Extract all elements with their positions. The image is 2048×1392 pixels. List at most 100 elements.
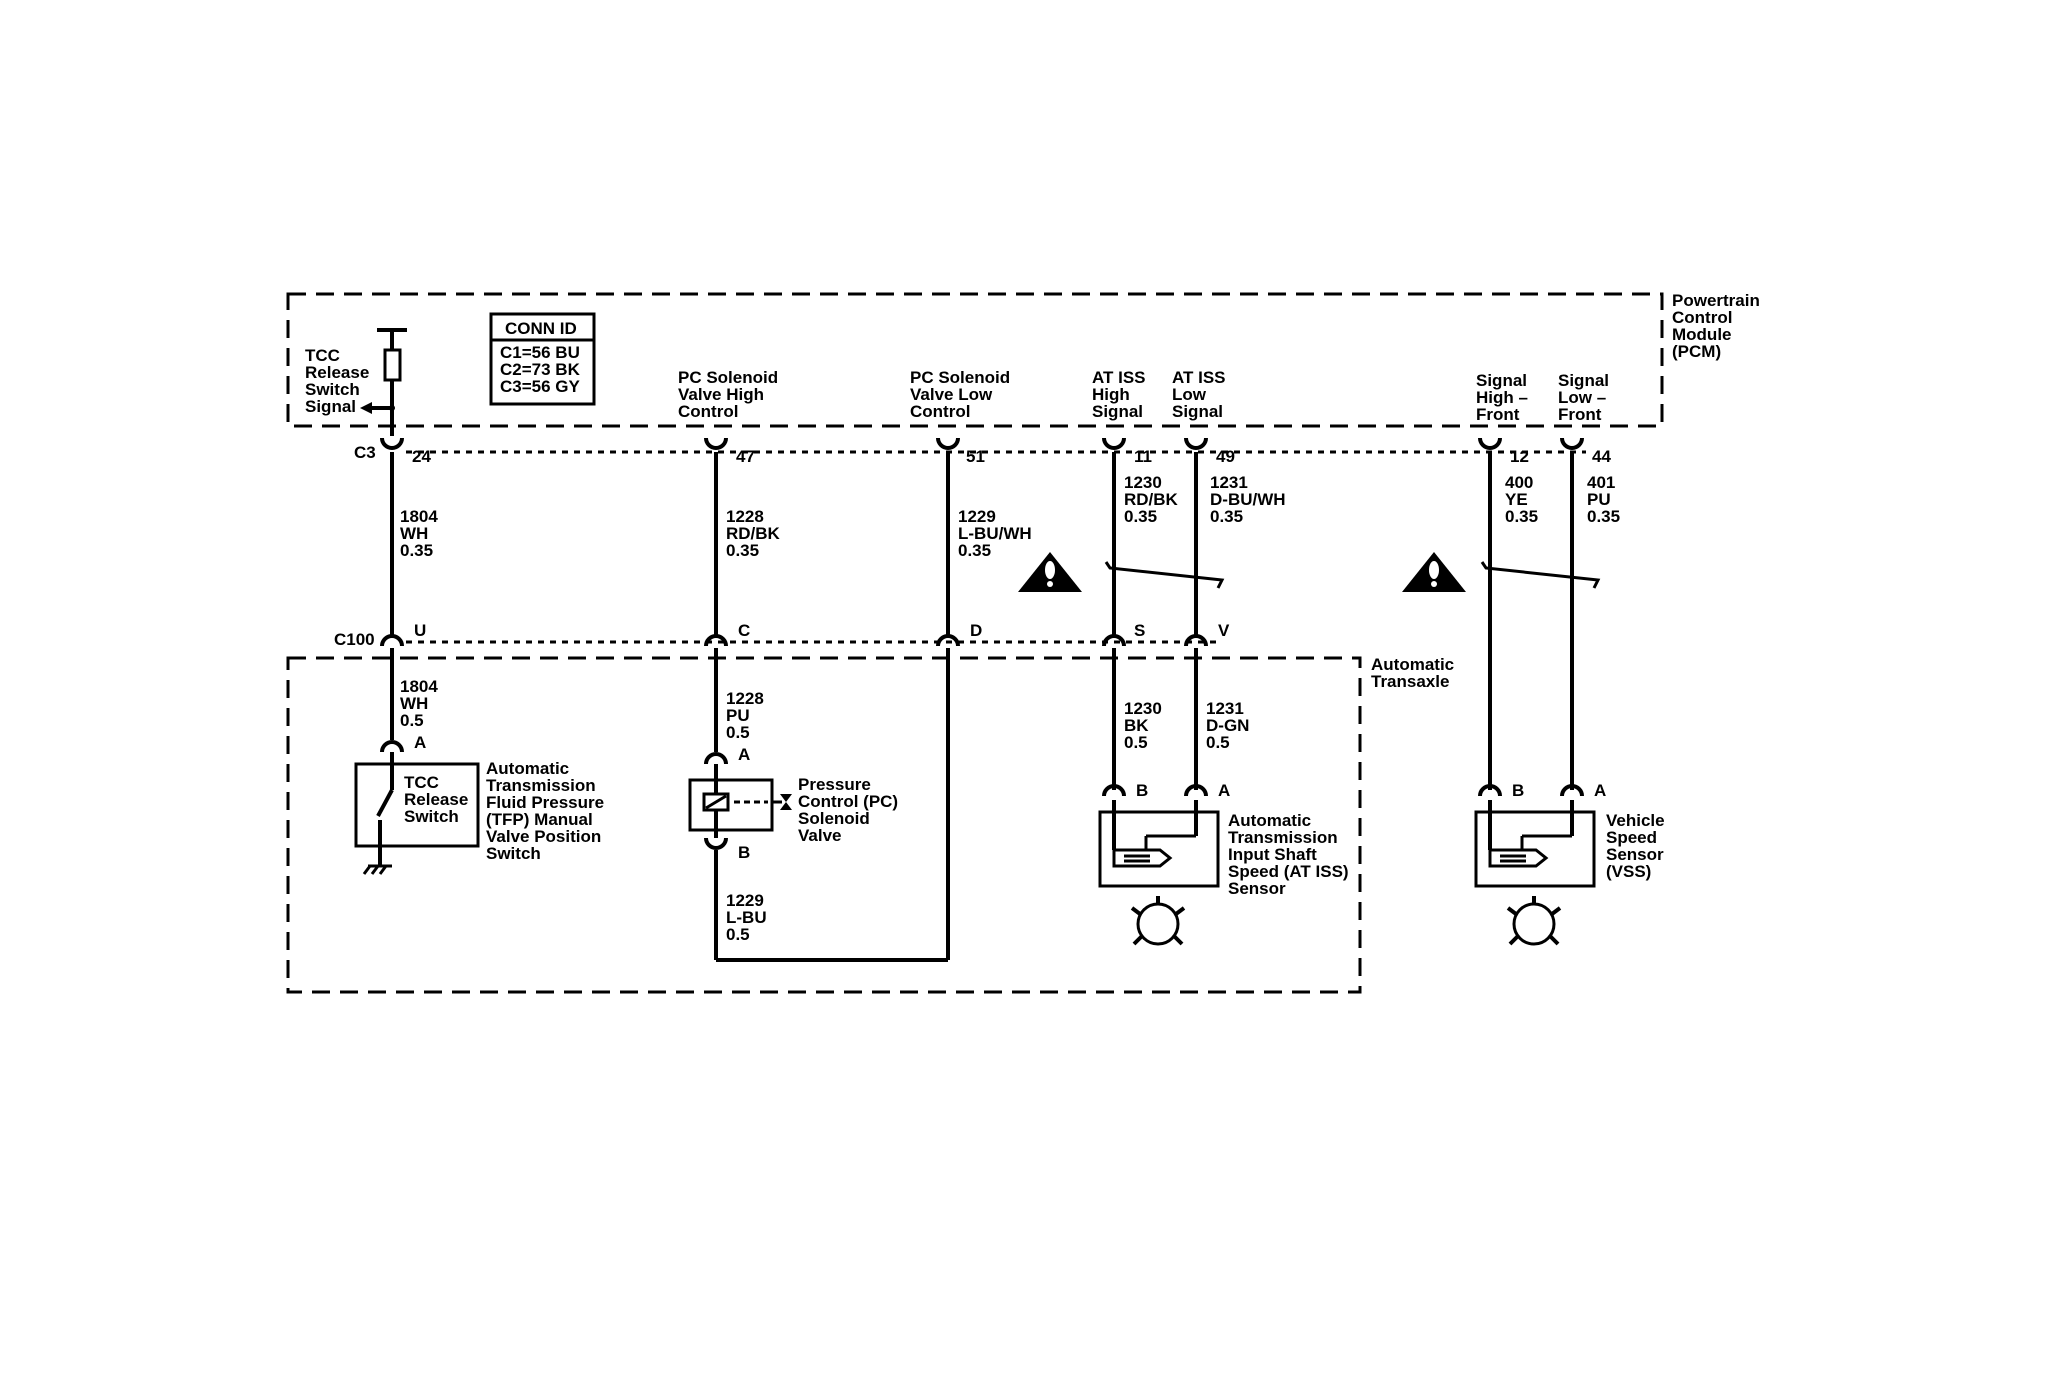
pin-49: 49 [1216, 447, 1235, 466]
pin-D: D [970, 621, 982, 640]
svg-text:TCC: TCC [305, 346, 340, 365]
wire-label-400: 400 YE 0.35 [1505, 473, 1538, 526]
vss-sensor-box [1474, 810, 1596, 888]
svg-text:Low –: Low – [1558, 388, 1606, 407]
c100-terminals [380, 634, 1208, 647]
svg-text:1230: 1230 [1124, 473, 1162, 492]
svg-text:PU: PU [1587, 490, 1611, 509]
tfp-switch-label: Automatic Transmission Fluid Pressure (T… [486, 759, 604, 863]
iss-pin-a: A [1218, 781, 1230, 800]
svg-text:High –: High – [1476, 388, 1528, 407]
svg-text:Module: Module [1672, 325, 1732, 344]
svg-text:Valve Low: Valve Low [910, 385, 993, 404]
pc-solenoid-label: Pressure Control (PC) Solenoid Valve [798, 775, 898, 845]
reluctor-wheel-icon [1506, 896, 1562, 946]
svg-text:Switch: Switch [404, 807, 459, 826]
iss-pin-b: B [1136, 781, 1148, 800]
svg-text:BK: BK [1124, 716, 1149, 735]
svg-text:0.35: 0.35 [1505, 507, 1538, 526]
tcc-pin-a: A [414, 733, 426, 752]
pin-C: C [738, 621, 750, 640]
circuit-1229 [714, 452, 950, 962]
svg-text:1231: 1231 [1210, 473, 1248, 492]
iss-high-label: AT ISS High Signal [1092, 368, 1146, 421]
svg-text:L-BU: L-BU [726, 908, 767, 927]
reluctor-wheel-icon [1130, 896, 1186, 946]
vss-pin-a: A [1594, 781, 1606, 800]
sensor-reluctor-icon [1488, 800, 1574, 868]
svg-text:Release: Release [305, 363, 369, 382]
svg-text:Front: Front [1558, 405, 1602, 424]
tcc-switch-terminal-a [380, 740, 404, 753]
wire-label-1230-lower: 1230 BK 0.5 [1124, 699, 1162, 752]
pc-solenoid-terminals [704, 752, 728, 850]
svg-text:Transmission: Transmission [1228, 828, 1338, 847]
svg-text:(TFP) Manual: (TFP) Manual [486, 810, 593, 829]
pcm-label: Powertrain Control Module (PCM) [1672, 291, 1760, 361]
svg-text:Signal: Signal [305, 397, 356, 416]
svg-text:Valve Position: Valve Position [486, 827, 601, 846]
vss-terminals [1478, 784, 1584, 797]
vss-sensor-label: Vehicle Speed Sensor (VSS) [1606, 811, 1665, 881]
svg-text:Transaxle: Transaxle [1371, 672, 1449, 691]
warning-icon [1402, 552, 1466, 592]
wire-label-1231-upper: 1231 D-BU/WH 0.35 [1210, 473, 1286, 526]
svg-text:1231: 1231 [1206, 699, 1244, 718]
svg-text:400: 400 [1505, 473, 1533, 492]
svg-text:0.5: 0.5 [400, 711, 424, 730]
transaxle-label: Automatic Transaxle [1371, 655, 1454, 691]
svg-text:Sensor: Sensor [1606, 845, 1664, 864]
pin-47: 47 [736, 447, 755, 466]
svg-text:0.35: 0.35 [958, 541, 991, 560]
svg-text:1804: 1804 [400, 507, 438, 526]
iss-sensor-label: Automatic Transmission Input Shaft Speed… [1228, 811, 1349, 898]
svg-text:Solenoid: Solenoid [798, 809, 870, 828]
pc-pin-b: B [738, 843, 750, 862]
svg-text:Control: Control [910, 402, 970, 421]
pin-44: 44 [1592, 447, 1611, 466]
tcc-switch-box-label: TCC Release Switch [404, 773, 468, 826]
vss-low-label: Signal Low – Front [1558, 371, 1609, 424]
wire-label-1229-lower: 1229 L-BU 0.5 [726, 891, 767, 944]
svg-text:AT ISS: AT ISS [1172, 368, 1226, 387]
svg-text:0.5: 0.5 [726, 723, 750, 742]
svg-text:Powertrain: Powertrain [1672, 291, 1760, 310]
svg-text:AT ISS: AT ISS [1092, 368, 1146, 387]
svg-text:Signal: Signal [1092, 402, 1143, 421]
wire-label-401: 401 PU 0.35 [1587, 473, 1620, 526]
svg-text:D-BU/WH: D-BU/WH [1210, 490, 1286, 509]
wire-label-1230-upper: 1230 RD/BK 0.35 [1124, 473, 1179, 526]
svg-text:WH: WH [400, 694, 428, 713]
svg-text:0.5: 0.5 [1206, 733, 1230, 752]
svg-text:Front: Front [1476, 405, 1520, 424]
pin-24: 24 [412, 447, 431, 466]
wire-label-1229-upper: 1229 L-BU/WH 0.35 [958, 507, 1032, 560]
svg-text:Vehicle: Vehicle [1606, 811, 1665, 830]
svg-text:Automatic: Automatic [1371, 655, 1454, 674]
svg-text:1804: 1804 [400, 677, 438, 696]
svg-text:YE: YE [1505, 490, 1528, 509]
tcc-signal-circuit [360, 328, 407, 436]
pin-V: V [1218, 621, 1230, 640]
transaxle-boundary [286, 656, 1362, 994]
svg-text:Fluid Pressure: Fluid Pressure [486, 793, 604, 812]
svg-text:Valve High: Valve High [678, 385, 764, 404]
svg-text:1228: 1228 [726, 689, 764, 708]
pin-51: 51 [966, 447, 985, 466]
wire-label-1228-upper: 1228 RD/BK 0.35 [726, 507, 781, 560]
wire-label-1231-lower: 1231 D-GN 0.5 [1206, 699, 1249, 752]
svg-text:1228: 1228 [726, 507, 764, 526]
pc-pin-a: A [738, 745, 750, 764]
svg-text:Speed: Speed [1606, 828, 1657, 847]
pin-S: S [1134, 621, 1145, 640]
svg-text:0.5: 0.5 [726, 925, 750, 944]
warning-icon [1018, 552, 1082, 592]
svg-text:PC Solenoid: PC Solenoid [910, 368, 1010, 387]
ground-icon [362, 864, 392, 875]
svg-text:Signal: Signal [1558, 371, 1609, 390]
svg-text:(VSS): (VSS) [1606, 862, 1651, 881]
svg-text:D-GN: D-GN [1206, 716, 1249, 735]
svg-text:C1=56 BU: C1=56 BU [500, 343, 580, 362]
svg-text:0.35: 0.35 [400, 541, 433, 560]
